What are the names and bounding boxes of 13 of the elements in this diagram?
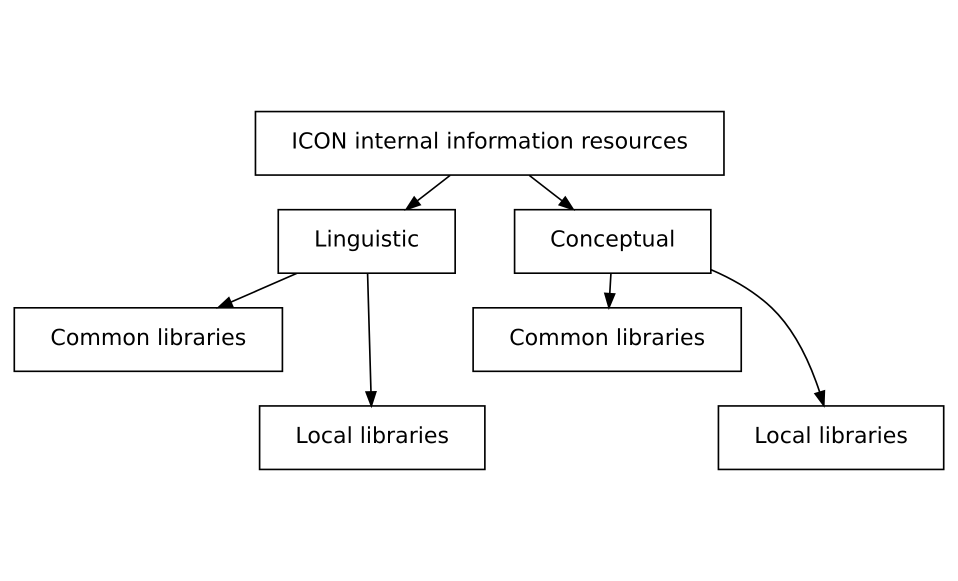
node-box: Local libraries — [718, 405, 945, 470]
node-box: Local libraries — [258, 405, 486, 470]
arrow — [364, 273, 377, 408]
node-box: ICON internal information resources — [254, 110, 725, 176]
arrow — [404, 174, 451, 211]
arrow — [710, 268, 826, 408]
node-box: Common libraries — [472, 306, 742, 372]
arrow — [216, 272, 298, 309]
arrow — [528, 174, 576, 211]
node-box: Conceptual — [514, 208, 712, 274]
arrow — [604, 273, 616, 310]
node-box: Common libraries — [13, 306, 284, 372]
node-box: Linguistic — [277, 208, 456, 274]
